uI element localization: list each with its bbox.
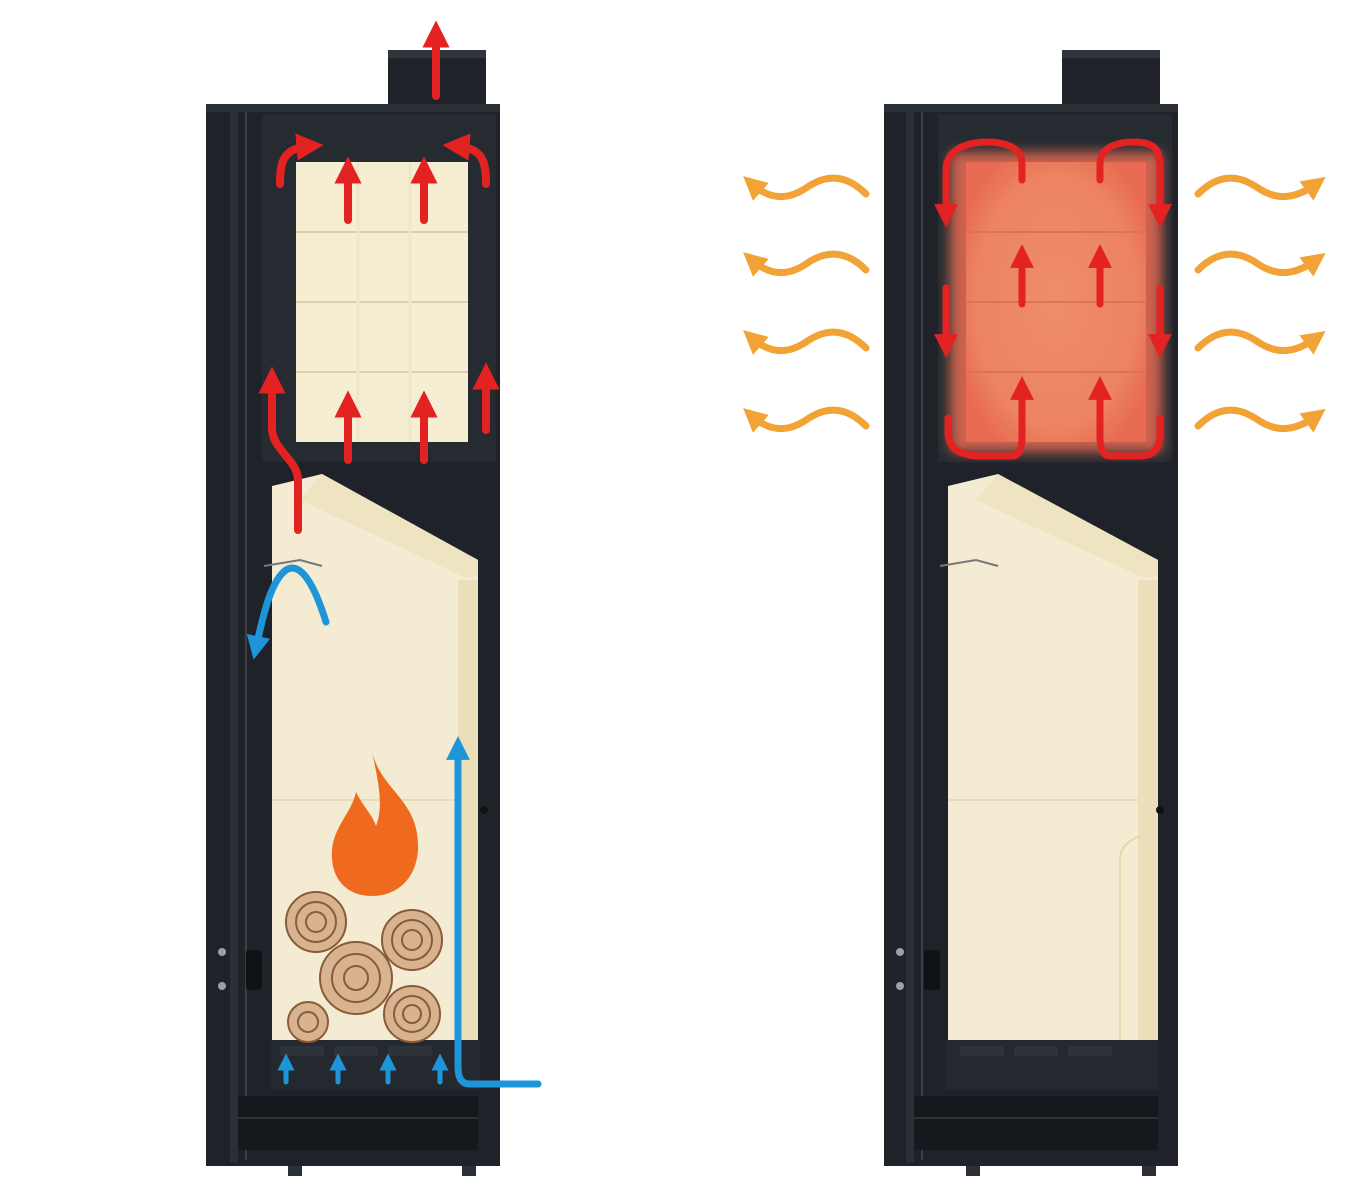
flue-pipe-right [1062, 50, 1160, 106]
air-flow-arrows-left [246, 564, 542, 1088]
accumulation-blocks-left [296, 162, 468, 442]
flue-gas-arrows-left [258, 20, 500, 534]
stove-right [884, 50, 1178, 1176]
firewood-logs-icon [285, 891, 443, 1043]
radiant-heat-arrows-left [743, 174, 870, 433]
heat-circulation-arrows-right [934, 138, 1172, 460]
firebox-lining-right [948, 474, 1158, 1040]
grate-left [280, 1046, 432, 1056]
grate-right [960, 1046, 1112, 1056]
radiant-heat-arrows-right [1194, 174, 1326, 433]
flame-icon [331, 752, 419, 896]
accumulation-blocks-hot-right [950, 152, 1162, 452]
